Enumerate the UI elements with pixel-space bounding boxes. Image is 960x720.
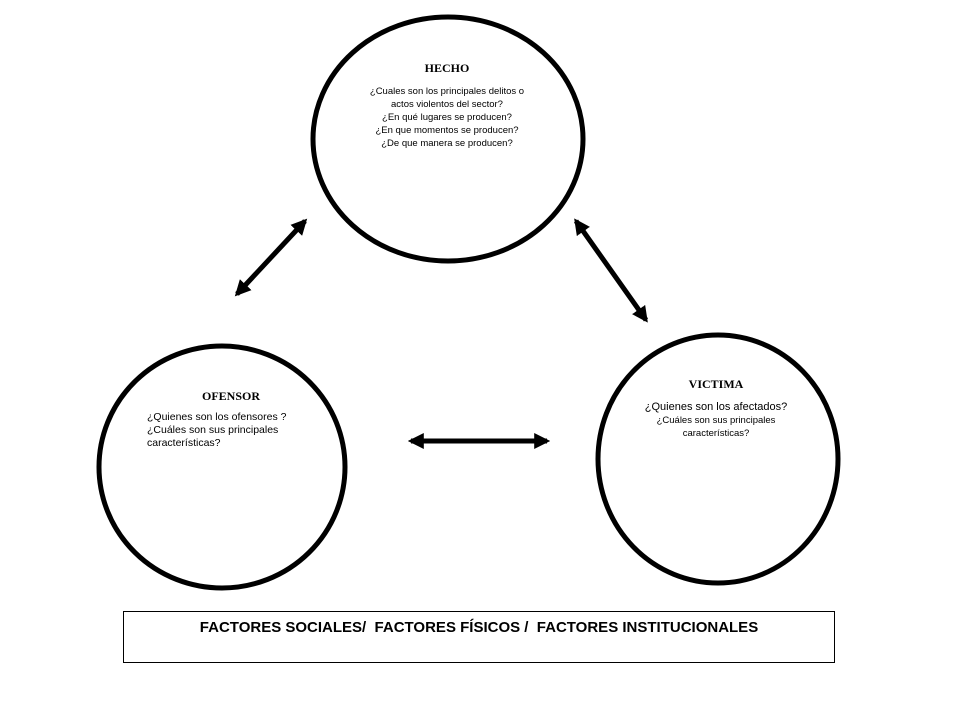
ofensor-title: OFENSOR [202,389,261,403]
ofensor-circle [96,343,348,591]
hecho-node: HECHO ¿Cuales son los principales delito… [352,62,542,150]
hecho-question: actos violentos del sector? [391,99,503,110]
victima-title: VICTIMA [688,377,744,391]
arrow-ofensor-hecho [234,218,308,297]
hecho-question: ¿De que manera se producen? [381,138,513,149]
hecho-circle [310,14,586,264]
ofensor-node: OFENSOR ¿Quienes son los ofensores ? ¿Cu… [147,390,307,450]
ofensor-question: ¿Cuáles son sus principales [147,424,279,436]
hecho-question: ¿En qué lugares se producen? [382,112,512,123]
hecho-title: HECHO [424,61,470,75]
victima-question: ¿Quienes son los afectados? [644,401,788,413]
victima-circle [595,332,841,586]
factors-box: FACTORES SOCIALES/ FACTORES FÍSICOS / FA… [123,611,835,663]
arrow-hecho-victima [573,218,649,323]
victima-node: VICTIMA ¿Quienes son los afectados? ¿Cuá… [626,378,806,440]
ofensor-question: características? [147,437,221,449]
hecho-question: ¿En que momentos se producen? [375,125,519,136]
victima-question: ¿Cuáles son sus principales [656,415,776,426]
ofensor-question: ¿Quienes son los ofensores ? [147,411,287,423]
victima-question: características? [682,428,750,439]
hecho-question: ¿Cuales son los principales delitos o [369,86,525,97]
